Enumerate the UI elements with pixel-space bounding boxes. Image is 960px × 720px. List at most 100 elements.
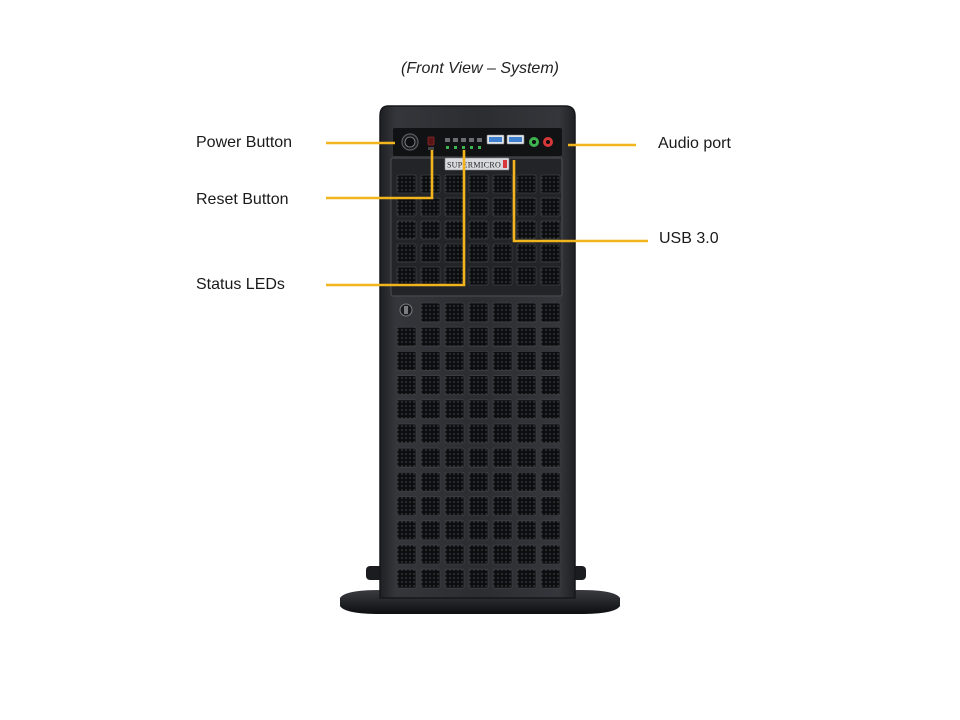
- vent-cell: [468, 520, 489, 541]
- vent-cell: [396, 243, 417, 263]
- status-led-icon: [478, 146, 481, 149]
- vent-cell: [420, 326, 441, 347]
- status-led-icon: [470, 146, 473, 149]
- vent-cell: [516, 197, 537, 217]
- vent-cell: [444, 302, 465, 323]
- vent-cell: [492, 243, 513, 263]
- label-power-button: Power Button: [196, 134, 293, 151]
- vent-cell: [420, 302, 441, 323]
- vent-cell: [540, 243, 561, 263]
- vent-cell: [492, 326, 513, 347]
- vent-cell: [468, 197, 489, 217]
- vent-cell: [540, 447, 561, 468]
- audio-jack-icon[interactable]: [543, 137, 553, 147]
- power-button-icon[interactable]: [401, 133, 419, 151]
- vent-cell: [396, 220, 417, 240]
- vent-cell: [540, 326, 561, 347]
- lock-icon[interactable]: [399, 303, 413, 317]
- audio-jack-icon[interactable]: [529, 137, 539, 147]
- vent-cell: [516, 447, 537, 468]
- vent-cell: [492, 350, 513, 371]
- vent-cell: [396, 568, 417, 589]
- vent-cell: [492, 520, 513, 541]
- status-leds: [445, 138, 482, 149]
- vent-cell: [540, 197, 561, 217]
- vent-cell: [468, 423, 489, 444]
- status-led-icon: [462, 146, 465, 149]
- vent-cell: [444, 399, 465, 420]
- vent-cell: [420, 447, 441, 468]
- vent-cell: [516, 350, 537, 371]
- vent-cell: [516, 423, 537, 444]
- vent-cell: [420, 243, 441, 263]
- reset-button-icon[interactable]: [427, 136, 435, 150]
- usb-port-icon[interactable]: [486, 134, 505, 145]
- vent-cell: [516, 243, 537, 263]
- vent-cell: [444, 197, 465, 217]
- vent-cell: [468, 243, 489, 263]
- vent-cell: [468, 568, 489, 589]
- vent-cell: [516, 568, 537, 589]
- vent-cell: [492, 423, 513, 444]
- vent-cell: [420, 375, 441, 396]
- vent-cell: [444, 471, 465, 492]
- vent-cell: [444, 568, 465, 589]
- vent-cell: [516, 520, 537, 541]
- vent-cell: [492, 544, 513, 565]
- vent-cell: [492, 174, 513, 194]
- vent-cell: [540, 266, 561, 286]
- vent-cell: [468, 174, 489, 194]
- vent-cell: [516, 174, 537, 194]
- vent-cell: [396, 399, 417, 420]
- vent-cell: [444, 350, 465, 371]
- vent-cell: [540, 399, 561, 420]
- vent-cell: [468, 375, 489, 396]
- vent-cell: [420, 471, 441, 492]
- vent-cell: [396, 326, 417, 347]
- vent-cell: [540, 350, 561, 371]
- vent-cell: [468, 471, 489, 492]
- callout-lines: [326, 141, 648, 287]
- vent-cell: [492, 471, 513, 492]
- vent-cell: [540, 471, 561, 492]
- vent-cell: [444, 375, 465, 396]
- label-usb: USB 3.0: [659, 230, 719, 247]
- vent-cell: [468, 326, 489, 347]
- vent-cell: [420, 220, 441, 240]
- vent-cell: [420, 266, 441, 286]
- vent-cell: [420, 174, 441, 194]
- vent-cell: [540, 496, 561, 517]
- vent-cell: [396, 197, 417, 217]
- vent-cell: [516, 326, 537, 347]
- status-led-icon: [446, 146, 449, 149]
- vent-cell: [492, 447, 513, 468]
- vent-cell: [540, 520, 561, 541]
- vent-cell: [444, 243, 465, 263]
- vent-cell: [420, 568, 441, 589]
- vent-cell: [468, 496, 489, 517]
- vent-cell: [540, 375, 561, 396]
- vent-cell: [492, 220, 513, 240]
- vent-cell: [516, 471, 537, 492]
- brand-logo-text: SUPERMICRO: [447, 161, 501, 170]
- vent-cell: [420, 520, 441, 541]
- vent-cell: [492, 399, 513, 420]
- vent-cell: [444, 220, 465, 240]
- usb-port-icon[interactable]: [506, 134, 525, 145]
- vent-cell: [420, 544, 441, 565]
- vent-cell: [444, 447, 465, 468]
- vent-cell: [396, 350, 417, 371]
- vent-cell: [396, 496, 417, 517]
- vent-cell: [444, 544, 465, 565]
- vent-cell: [492, 266, 513, 286]
- vent-cell: [468, 399, 489, 420]
- vent-cell: [396, 447, 417, 468]
- vent-cell: [396, 520, 417, 541]
- vent-cell: [468, 266, 489, 286]
- label-audio-port: Audio port: [658, 135, 731, 152]
- vent-cell: [468, 220, 489, 240]
- vent-cell: [516, 399, 537, 420]
- vent-cell: [516, 302, 537, 323]
- lower-vent-grille: [396, 302, 561, 589]
